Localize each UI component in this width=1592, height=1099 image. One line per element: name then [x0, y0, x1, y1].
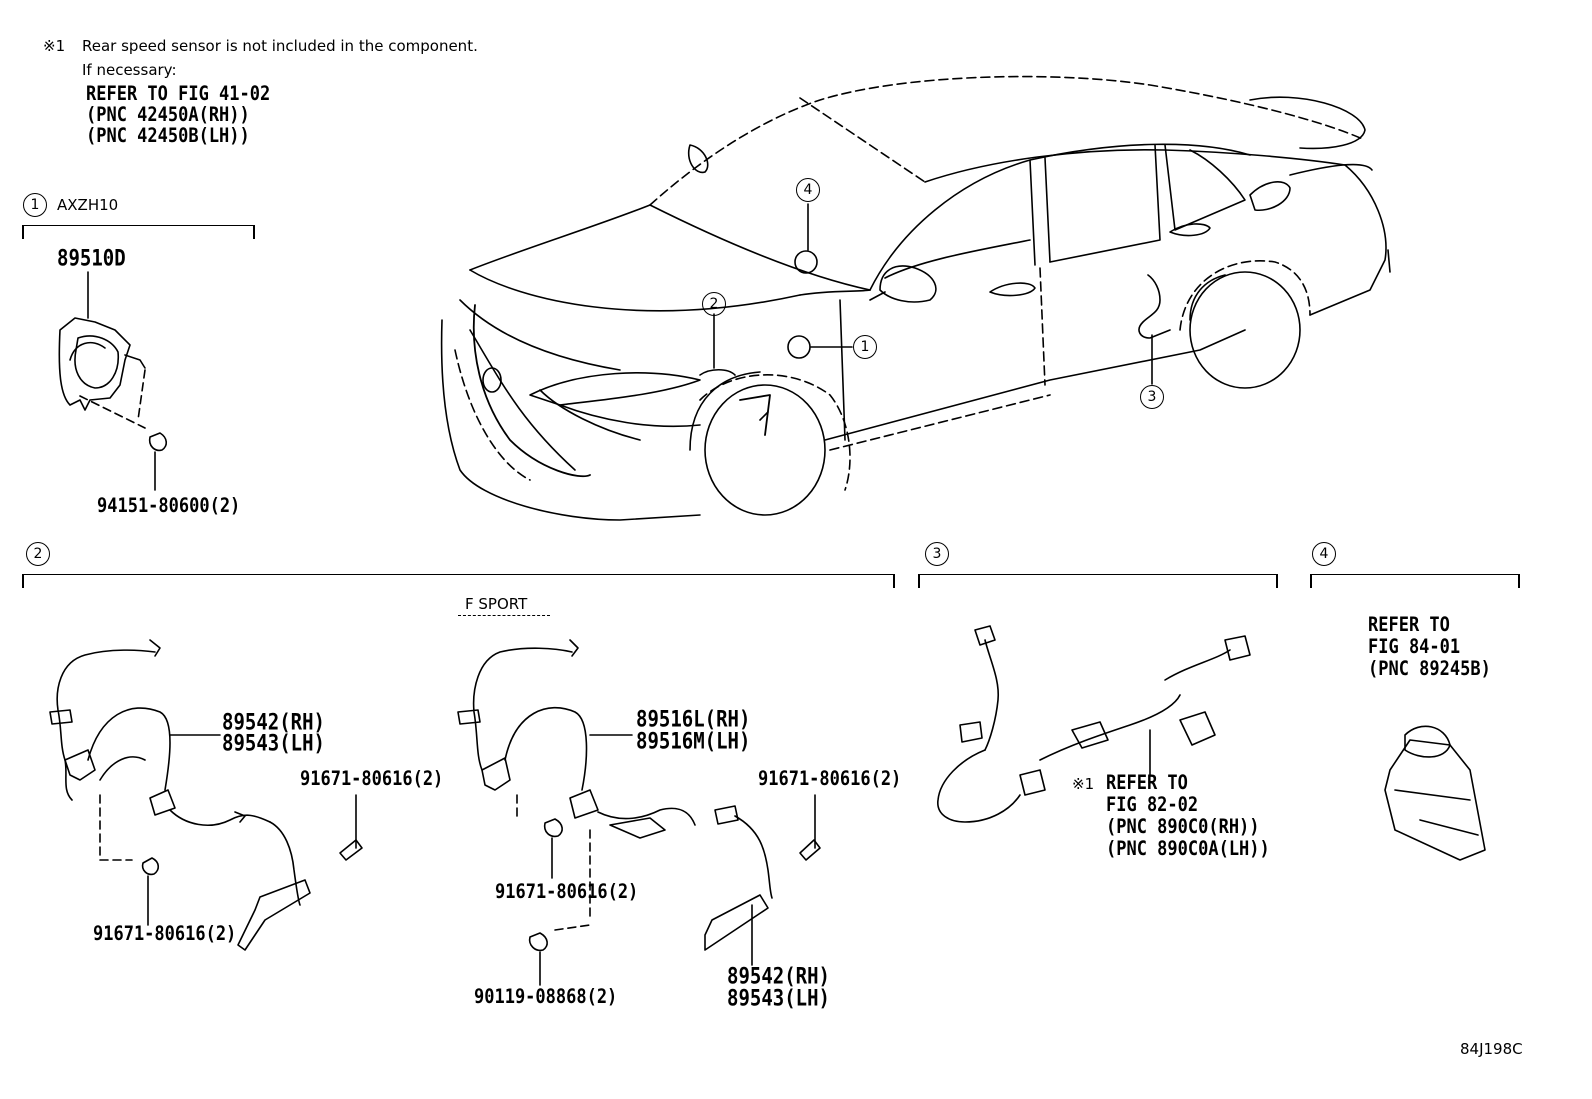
car-callout-2: 2 [702, 292, 726, 316]
section3-line2: FIG 82-02 [1106, 793, 1199, 817]
section1-drawing [58, 271, 168, 491]
section4-line2: FIG 84-01 [1368, 635, 1461, 659]
section3-line1: REFER TO [1106, 771, 1188, 795]
car-illustration [440, 75, 1391, 521]
section2-std-sensor-rh: 89542(RH) [222, 709, 325, 735]
section2-fsport-label: F SPORT [465, 595, 528, 613]
section4-number: 4 [1312, 542, 1336, 566]
section2-fs-bolt-right: 91671-80616(2) [758, 767, 902, 791]
section3-number: 3 [925, 542, 949, 566]
section4-bracket [1310, 574, 1520, 588]
section1-model: AXZH10 [57, 196, 119, 214]
note-line2: If necessary: [82, 61, 177, 79]
section2-fs-lower-lh: 89543(LH) [727, 985, 830, 1011]
section2-fs-screw: 90119-08868(2) [474, 985, 618, 1009]
note-line5: (PNC 42450B(LH)) [86, 124, 250, 148]
section2-bracket [22, 574, 895, 588]
section1-part-nut: 94151-80600(2) [97, 494, 241, 518]
section2-std-bolt-left: 91671-80616(2) [93, 922, 237, 946]
note-line3: REFER TO FIG 41-02 [86, 82, 271, 106]
figure-code: 84J198C [1460, 1040, 1523, 1058]
section1-number: 1 [23, 193, 47, 217]
section2-fsport-underline [458, 615, 550, 616]
section2-fs-sensor-lh: 89516M(LH) [636, 728, 751, 754]
note-line4: (PNC 42450A(RH)) [86, 103, 250, 127]
section1-bracket [22, 225, 255, 239]
car-callout-3: 3 [1140, 385, 1164, 409]
section2-std-drawing [49, 639, 363, 951]
section4-drawing [1384, 725, 1486, 861]
section2-std-bolt-right: 91671-80616(2) [300, 767, 444, 791]
car-callout-1: 1 [853, 335, 877, 359]
section3-drawing [937, 625, 1251, 823]
section3-line3: (PNC 890C0(RH)) [1106, 815, 1260, 839]
note-mark: ※1 [43, 37, 66, 55]
section2-fs-lower-rh: 89542(RH) [727, 963, 830, 989]
section3-line4: (PNC 890C0A(LH)) [1106, 837, 1270, 861]
section2-fsport-drawing [457, 639, 821, 986]
section1-part-main: 89510D [57, 245, 126, 271]
section2-std-sensor-lh: 89543(LH) [222, 730, 325, 756]
car-callout-4: 4 [796, 178, 820, 202]
section3-bracket [918, 574, 1278, 588]
section2-fs-bolt-mid: 91671-80616(2) [495, 880, 639, 904]
section4-line3: (PNC 89245B) [1368, 657, 1491, 681]
section4-line1: REFER TO [1368, 613, 1450, 637]
note-line1: Rear speed sensor is not included in the… [82, 37, 478, 55]
section2-number: 2 [26, 542, 50, 566]
section3-mark: ※1 [1072, 775, 1095, 793]
section2-fs-sensor-rh: 89516L(RH) [636, 706, 751, 732]
